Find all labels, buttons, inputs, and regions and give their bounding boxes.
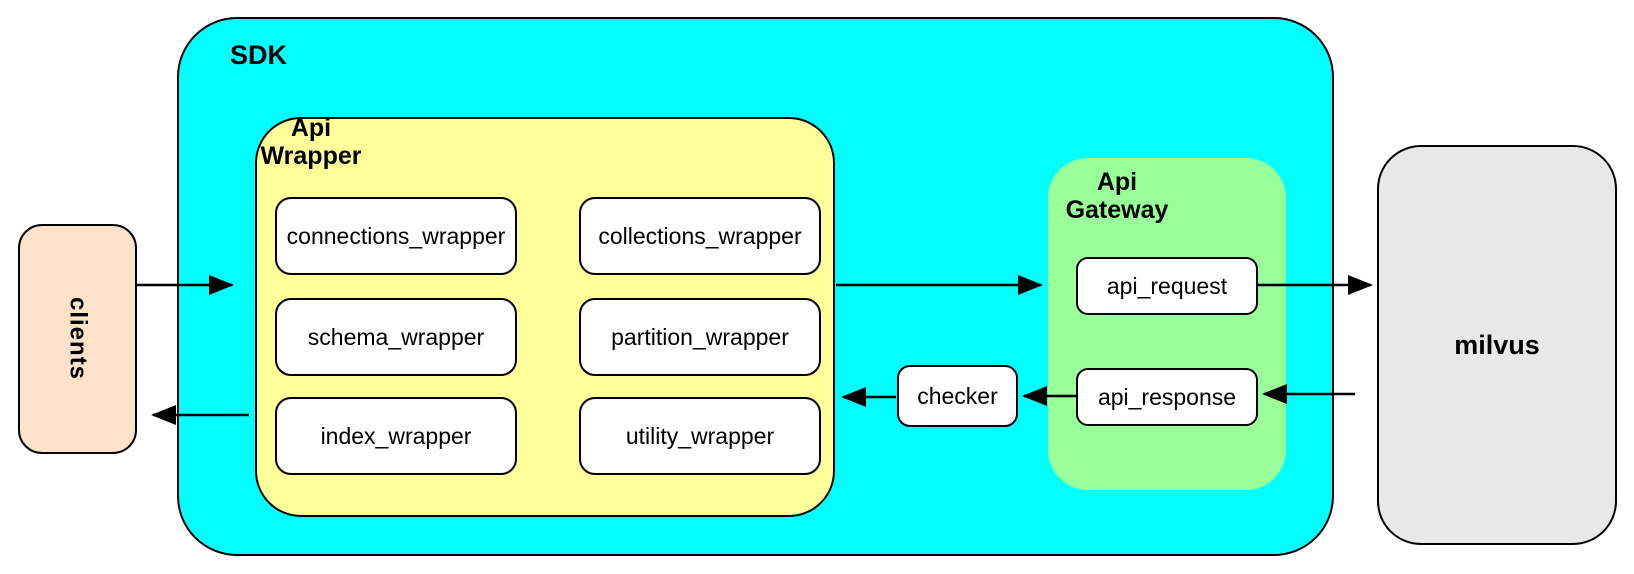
milvus-label: milvus bbox=[1454, 329, 1540, 360]
box-connections-wrapper: connections_wrapper bbox=[275, 197, 517, 275]
checker-node: checker bbox=[897, 365, 1018, 427]
box-index-wrapper: index_wrapper bbox=[275, 397, 517, 475]
api-wrapper-label: Api Wrapper bbox=[260, 114, 362, 170]
clients-label: clients bbox=[64, 297, 92, 381]
api-gateway-label: Api Gateway bbox=[1065, 168, 1169, 224]
box-schema-wrapper: schema_wrapper bbox=[275, 298, 517, 376]
sdk-label: SDK bbox=[230, 40, 288, 70]
milvus-node: milvus bbox=[1377, 145, 1617, 545]
api-gateway-container bbox=[1048, 158, 1286, 490]
box-collections-wrapper: collections_wrapper bbox=[579, 197, 821, 275]
box-api-request: api_request bbox=[1076, 257, 1258, 315]
box-utility-wrapper: utility_wrapper bbox=[579, 397, 821, 475]
clients-node: clients bbox=[18, 224, 137, 454]
box-api-response: api_response bbox=[1076, 368, 1258, 426]
box-partition-wrapper: partition_wrapper bbox=[579, 298, 821, 376]
